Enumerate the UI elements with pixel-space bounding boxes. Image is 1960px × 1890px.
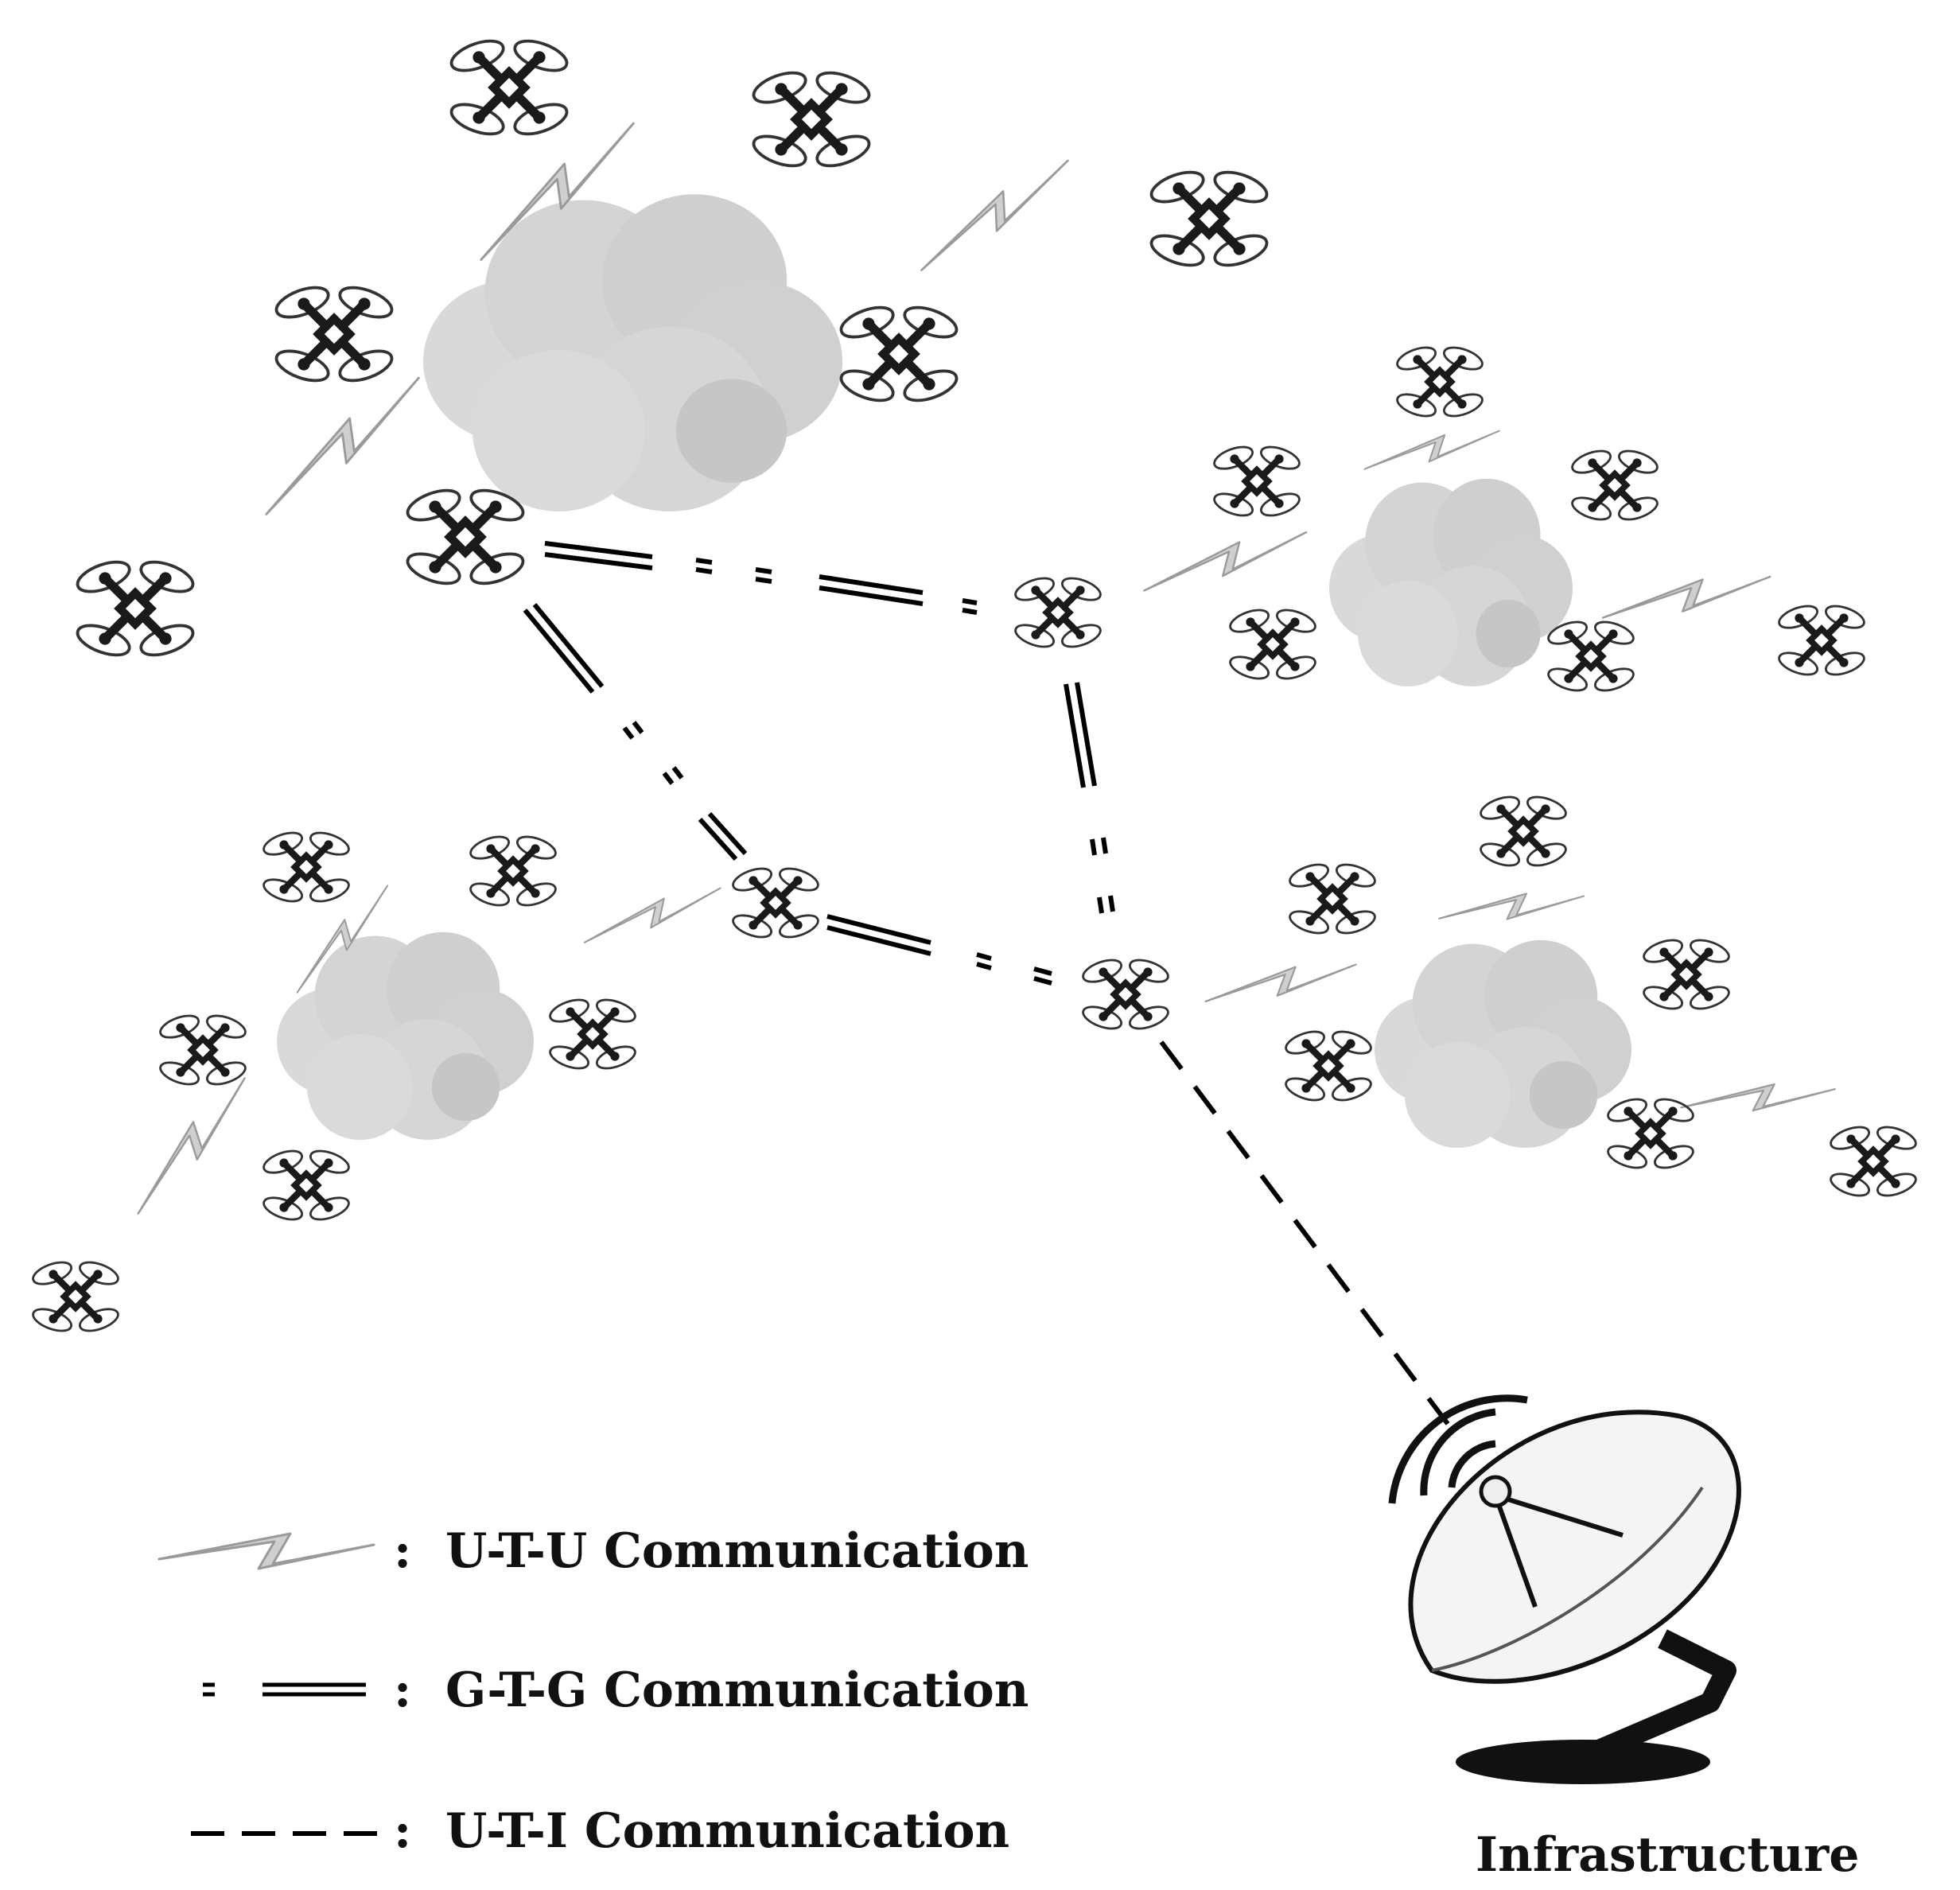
drone-icon — [1211, 442, 1302, 519]
legend-separator: : — [394, 1803, 411, 1859]
drone-icon — [468, 832, 558, 909]
legend-item-gtg: : G-T-G Communication — [203, 1662, 1029, 1718]
drone-icon — [838, 301, 960, 406]
drone-icon — [1013, 574, 1103, 651]
legend-item-utu: : U-T-U Communication — [158, 1523, 1029, 1579]
cloud-right-lower — [1375, 939, 1631, 1148]
infrastructure-label: Infrastructure — [1476, 1827, 1859, 1883]
uti-link — [1159, 1040, 1450, 1425]
drone-icon — [1478, 792, 1569, 869]
legend-label-uti: U-T-I Communication — [445, 1803, 1009, 1859]
legend-item-uti: : U-T-I Communication — [191, 1803, 1009, 1859]
cloud-right-upper — [1329, 478, 1573, 686]
drone-icon — [1546, 617, 1636, 694]
drone-icon — [1828, 1122, 1919, 1200]
legend: : U-T-U Communication : G-T-G Communicat… — [158, 1523, 1029, 1859]
drone-icon — [448, 35, 570, 140]
drone-icon — [730, 864, 821, 941]
drone-icon — [261, 828, 352, 905]
drone-icon — [1148, 166, 1270, 271]
drone-icon — [404, 484, 527, 589]
legend-label-utu: U-T-U Communication — [445, 1523, 1029, 1579]
drone-icon — [1394, 343, 1485, 420]
drone-icon — [750, 67, 873, 172]
gtg-links — [523, 541, 1115, 986]
drone-icon — [30, 1258, 121, 1335]
drone-icon — [74, 556, 196, 661]
drone-icon — [158, 1011, 248, 1088]
drone-icon — [547, 995, 638, 1072]
drone-icon — [1776, 601, 1867, 679]
drone-icon — [1227, 605, 1318, 682]
drone-icon — [1283, 1027, 1374, 1104]
drone-icon — [1569, 446, 1660, 523]
drone-icon — [273, 282, 395, 387]
satellite-dish-icon — [1388, 1394, 1741, 1784]
drones — [30, 35, 1919, 1335]
drone-icon — [261, 1146, 352, 1223]
legend-separator: : — [394, 1523, 411, 1579]
cloud-top-left — [423, 194, 842, 511]
lightning-icon — [158, 1532, 375, 1570]
legend-separator: : — [394, 1662, 411, 1718]
drone-icon — [1080, 955, 1171, 1032]
drone-icon — [1287, 860, 1378, 937]
drone-icon — [1641, 935, 1732, 1013]
double-line-icon — [203, 1682, 366, 1697]
legend-label-gtg: G-T-G Communication — [445, 1662, 1029, 1718]
